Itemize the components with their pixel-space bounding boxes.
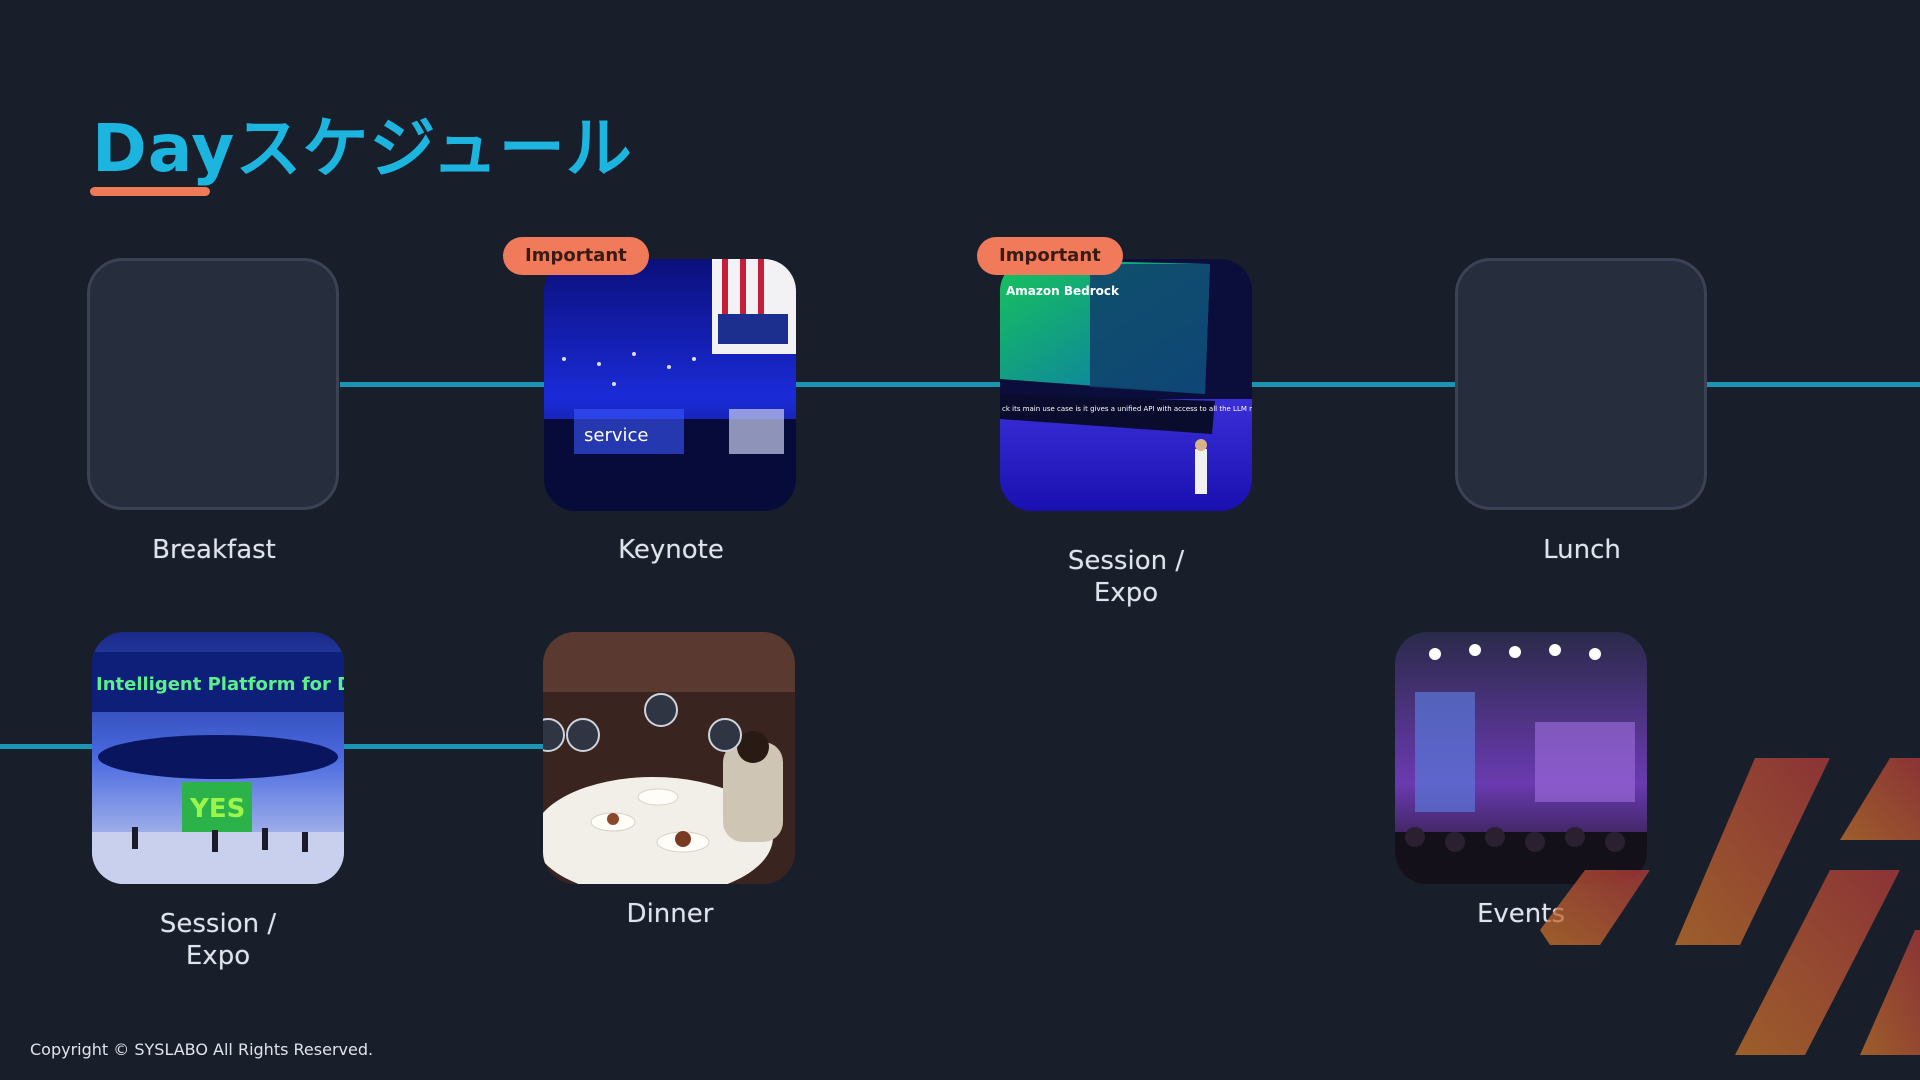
expo-sign-text: YES <box>189 794 245 824</box>
face-blur-emojis <box>543 693 742 752</box>
bedrock-slide-title: Amazon Bedrock <box>1006 284 1120 298</box>
slide-title: Dayスケジュール <box>92 110 633 187</box>
title-underline <box>90 187 210 196</box>
expo-photo: Intelligent Platform for Dig YES <box>92 632 344 884</box>
events-photo <box>1395 632 1647 884</box>
keynote-photo: service <box>544 259 796 511</box>
lunch-label: Lunch <box>1543 535 1621 565</box>
bedrock-session-image: Amazon Bedrock ck its main use case is i… <box>1000 259 1252 511</box>
session-photo: Amazon Bedrock ck its main use case is i… <box>1000 259 1252 511</box>
keynote-screen-text: service <box>584 425 648 446</box>
bedrock-caption: ck its main use case is it gives a unifi… <box>1002 405 1252 413</box>
session-expo-label-1: Session / Expo <box>1067 546 1185 608</box>
breakfast-label: Breakfast <box>152 535 276 565</box>
breakfast-card <box>87 258 339 510</box>
copyright-text: Copyright © SYSLABO All Rights Reserved. <box>30 1040 374 1059</box>
lunch-card <box>1455 258 1707 510</box>
session-expo-label-2: Session / Expo <box>159 909 277 971</box>
important-badge-session: Important <box>977 237 1123 275</box>
concert-image <box>1395 632 1647 884</box>
dinner-image <box>543 632 795 884</box>
important-badge-keynote: Important <box>503 237 649 275</box>
expo-banner-text: Intelligent Platform for Dig <box>96 674 344 695</box>
expo-hall-image: Intelligent Platform for Dig YES <box>92 632 344 884</box>
keynote-stage-image: service <box>544 259 796 511</box>
dinner-photo <box>543 632 795 884</box>
decorative-slashes <box>1540 758 1920 1055</box>
keynote-label: Keynote <box>618 535 724 565</box>
dinner-label: Dinner <box>626 899 714 929</box>
